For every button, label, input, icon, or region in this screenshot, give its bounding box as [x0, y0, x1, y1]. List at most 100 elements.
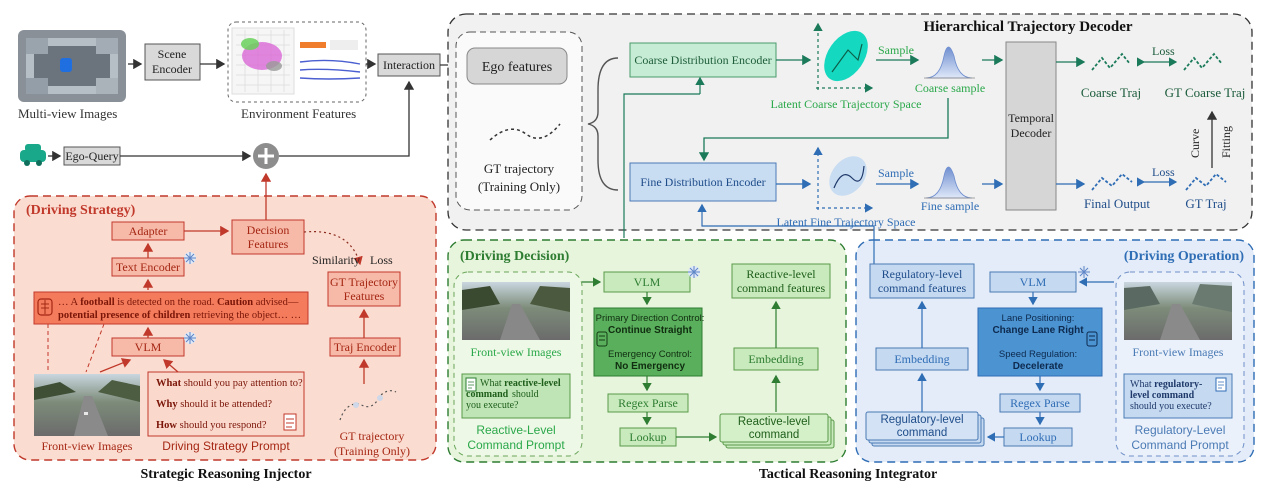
regulatory-command-label-2: command	[897, 427, 948, 439]
operation-prompt-line-3: should you execute?	[1130, 401, 1212, 412]
adapter-label: Adapter	[129, 224, 168, 238]
brain-icon	[37, 298, 53, 316]
decision-prompt-box	[461, 373, 571, 419]
operation-lookup-label: Lookup	[1019, 430, 1056, 444]
strategy-vlm-label: VLM	[135, 340, 162, 354]
final-output-label: Final Output	[1084, 196, 1150, 211]
fine-sample-label: Fine sample	[921, 199, 979, 213]
decision-front-view-label: Front-view Images	[471, 345, 562, 359]
decision-caption: Tactical Reasoning Integrator	[759, 467, 937, 482]
loss-bottom-label: Loss	[1152, 165, 1175, 179]
text-encoder-label: Text Encoder	[116, 260, 180, 274]
curve-label: Curve	[1188, 129, 1202, 158]
latent-coarse-space	[813, 22, 874, 93]
ego-query-label: Ego-Query	[65, 149, 118, 163]
reasoning-text-box	[33, 291, 309, 325]
regulatory-features-label-1: Regulatory-level	[882, 267, 963, 281]
decision-prompt-line-4: you execute?	[466, 400, 519, 411]
decoder-title: Hierarchical Trajectory Decoder	[923, 19, 1132, 35]
brain-icon	[1086, 331, 1098, 347]
document-icon	[465, 377, 477, 392]
reactive-features-box	[731, 263, 831, 299]
gt-traj-features-label-1: GT Trajectory	[330, 275, 398, 289]
sample-top-label: Sample	[878, 43, 914, 57]
operation-regex-label: Regex Parse	[1010, 396, 1070, 410]
traj-encoder-box	[329, 337, 401, 357]
operation-prompt-line-2: level command	[1130, 390, 1195, 401]
decision-regex-label: Regex Parse	[618, 396, 678, 410]
fitting-label: Fitting	[1219, 126, 1233, 158]
reactive-command-label-2: command	[749, 429, 800, 441]
brain-icon	[596, 331, 608, 347]
strategy-gt-trajectory-glyph	[339, 390, 397, 421]
coarse-encoder-label: Coarse Distribution Encoder	[634, 53, 771, 67]
decision-lookup-label: Lookup	[629, 430, 666, 444]
operation-prompt-box	[1123, 373, 1233, 419]
operation-title: (Driving Operation)	[1124, 249, 1244, 264]
document-icon	[1215, 377, 1227, 392]
scene-encoder-label-1: Scene	[158, 47, 187, 61]
frozen-snowflake-icon	[688, 266, 700, 278]
text-encoder-box	[111, 257, 185, 277]
strategy-title: (Driving Strategy)	[26, 203, 136, 218]
decision-prompt-label-1: Reactive-Level	[476, 423, 555, 437]
decision-features-label-2: Features	[248, 237, 289, 251]
strategy-prompt-q1: What should you pay attention to?	[156, 378, 303, 389]
operation-to-fine-line	[697, 203, 875, 264]
environment-features	[227, 21, 367, 103]
strategy-front-view-image	[34, 374, 140, 436]
decision-title: (Driving Decision)	[460, 249, 570, 264]
regulatory-command-stack	[865, 411, 985, 447]
gt-traj-label: GT Traj	[1185, 196, 1226, 211]
primary-direction-label: Primary Direction Control:	[596, 313, 705, 324]
strategy-front-view-label: Front-view Images	[42, 439, 133, 453]
multiview-label: Multi-view Images	[18, 106, 117, 121]
decision-front-view-image	[462, 282, 570, 340]
similarity-label: Similarity	[312, 253, 360, 267]
environment-label: Environment Features	[241, 106, 356, 121]
decision-regex-box	[607, 393, 689, 413]
regulatory-command-label-1: Regulatory-level	[880, 414, 963, 426]
sample-bottom-label: Sample	[878, 166, 914, 180]
decision-output-box	[593, 307, 703, 377]
no-emergency-label: No Emergency	[615, 361, 685, 372]
strategy-gt-label-1: GT trajectory	[340, 429, 405, 443]
car-icon	[20, 144, 46, 166]
operation-front-view-image	[1124, 282, 1232, 340]
strategy-prompt-q2: Why should it be attended?	[156, 399, 272, 410]
decision-prompt-line-1: What reactive-level	[480, 378, 561, 389]
gt-trajectory-glyph	[489, 123, 561, 141]
gt-traj-features-box	[327, 271, 401, 307]
decelerate-label: Decelerate	[1013, 361, 1064, 372]
loss-top-label: Loss	[1152, 44, 1175, 58]
gt-coarse-traj-label: GT Coarse Traj	[1165, 85, 1246, 100]
plus-icon	[253, 143, 279, 169]
operation-prompt-label-1: Regulatory-Level	[1135, 423, 1226, 437]
gt-coarse-traj-glyph	[1183, 52, 1223, 71]
frozen-snowflake-icon	[1078, 266, 1090, 278]
strategy-vlm-box	[111, 337, 185, 357]
fine-sample-bell	[924, 166, 975, 199]
frozen-snowflake-icon	[184, 332, 196, 344]
fine-encoder-box	[629, 162, 777, 202]
operation-embedding-label: Embedding	[894, 352, 949, 366]
interaction-label: Interaction	[383, 58, 435, 72]
operation-prompt-label-2: Command Prompt	[1131, 438, 1229, 452]
reactive-features-label-2: command features	[737, 281, 826, 295]
emergency-control-label: Emergency Control:	[608, 349, 692, 360]
decision-vlm-label: VLM	[634, 275, 661, 289]
ego-features-label: Ego features	[482, 60, 552, 75]
decision-features-label-1: Decision	[247, 223, 290, 237]
coarse-sample-bell	[924, 46, 975, 79]
latent-fine-label: Latent Fine Trajectory Space	[777, 215, 916, 229]
scene-encoder-box	[144, 43, 201, 81]
ego-features-box	[466, 47, 568, 85]
brace	[587, 57, 619, 191]
strategy-prompt-q3: How should you respond?	[156, 420, 267, 431]
operation-front-view-label: Front-view Images	[1133, 345, 1224, 359]
operation-prompt-line-1: What regulatory-	[1130, 379, 1202, 390]
operation-vlm-label: VLM	[1020, 275, 1047, 289]
multiview-images	[18, 30, 126, 102]
gt-traj-features-label-2: Features	[344, 289, 385, 303]
